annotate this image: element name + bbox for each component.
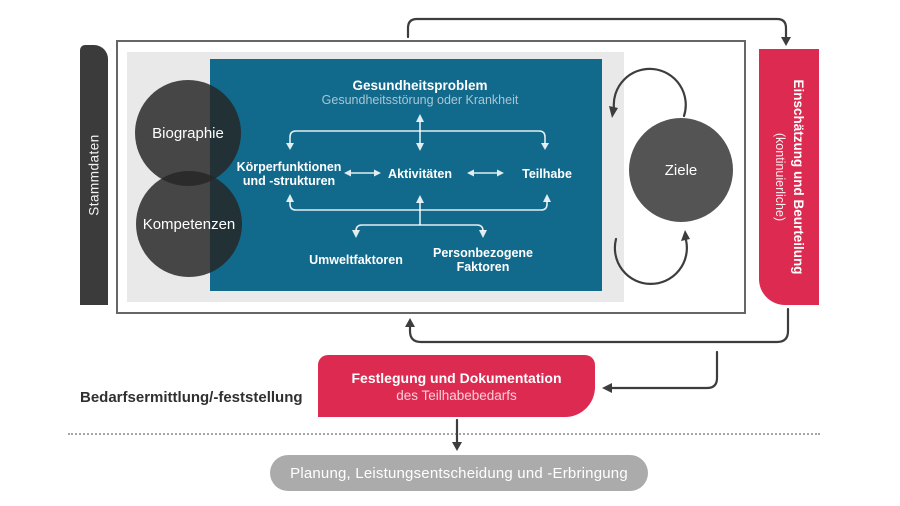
icf-participation-label: Teilhabe [522,167,572,181]
biographie-label: Biographie [152,124,224,142]
kompetenzen-circle: Kompetenzen [136,171,242,277]
top-feedback-arrow [406,17,788,40]
assessment-bar: Einschätzung und Beurteilung (kontinuier… [759,49,819,305]
decision-box: Festlegung und Dokumentation des Teilhab… [318,355,595,417]
arrowhead [602,383,612,393]
icf-activities-label: Aktivitäten [388,167,452,181]
assessment-light-label: (kontinuierliche) [773,132,788,222]
icf-title: Gesundheitsproblem [352,78,488,93]
ziele-label: Ziele [664,161,698,179]
assessment-label: Einschätzung und Beurteilung (kontinuier… [771,49,807,305]
arrowhead [781,37,791,46]
planning-pill: Planung, Leistungsentscheidung und -Erbr… [270,455,648,491]
phase-label: Bedarfsermittlung/-feststellung [80,389,303,406]
biographie-circle: Biographie [135,80,241,186]
icf-box [210,59,602,291]
decision-line1: Festlegung und Dokumentation [351,369,562,386]
arrowhead [452,442,462,451]
assessment-bold-label: Einschätzung und Beurteilung [791,79,807,275]
phase-divider [68,433,820,435]
kompetenzen-label: Kompetenzen [142,215,236,233]
planning-label: Planung, Leistungsentscheidung und -Erbr… [290,464,628,482]
icf-environment-label: Umweltfaktoren [309,253,403,267]
stammdaten-bar: Stammdaten [80,45,108,305]
icf-title-block: Gesundheitsproblem Gesundheitsstörung od… [270,79,570,108]
icf-body-functions-label: Körperfunktionen und -strukturen [236,160,342,188]
branch-arrow [610,350,719,390]
decision-line2: des Teilhabebedarfs [396,387,517,403]
stammdaten-label: Stammdaten [86,134,102,216]
icf-subtitle: Gesundheitsstörung oder Krankheit [321,93,519,107]
arrowhead [405,318,415,327]
ziele-circle: Ziele [629,118,733,222]
icf-personal-factors-label: Personbezogene Faktoren [432,246,534,274]
